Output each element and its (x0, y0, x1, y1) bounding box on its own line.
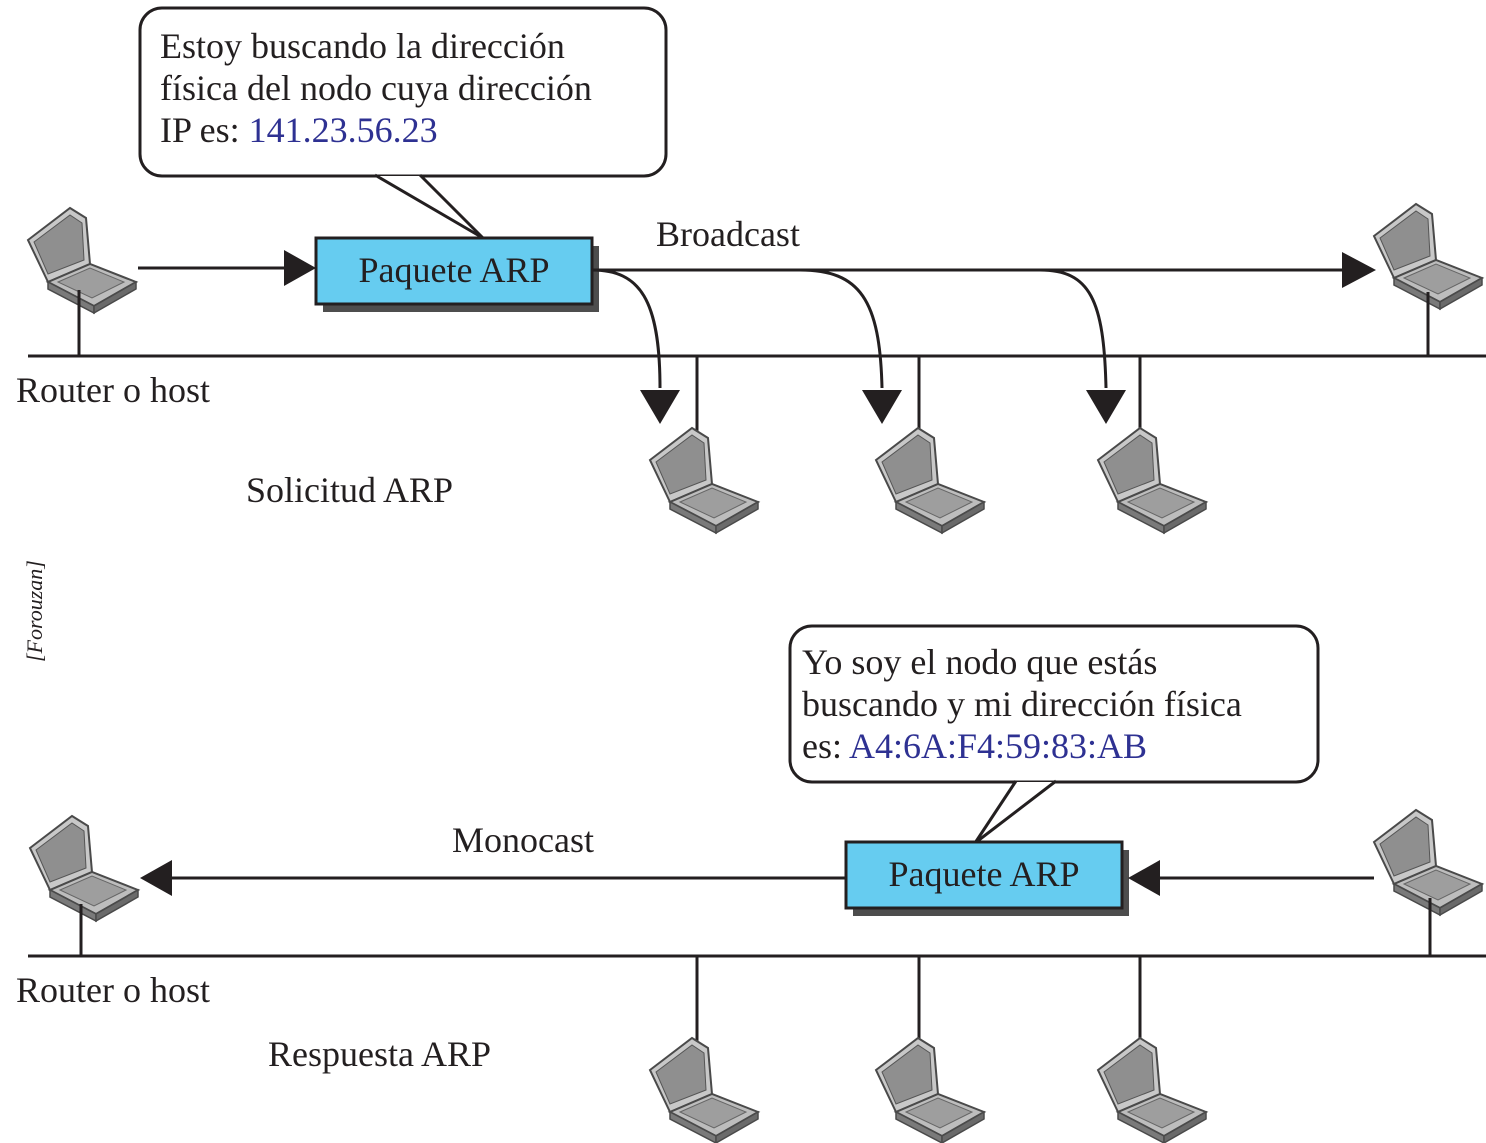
mac-address: A4:6A:F4:59:83:AB (849, 726, 1147, 766)
request-bubble-line-1: Estoy buscando la dirección (160, 26, 565, 66)
node-2-laptop-icon (875, 427, 985, 534)
reply-packet-label: Paquete ARP (888, 854, 1079, 894)
router-laptop-icon (29, 815, 139, 922)
sender-laptop-icon (27, 207, 137, 314)
reply-router-label: Router o host (16, 970, 210, 1010)
reply-bubble-prefix: es: (802, 726, 849, 766)
reply-node-3-laptop-icon (1097, 1037, 1207, 1143)
reply-bubble-line-3: es: A4:6A:F4:59:83:AB (802, 726, 1147, 766)
broadcast-label: Broadcast (656, 214, 800, 254)
ip-address: 141.23.56.23 (249, 110, 438, 150)
monocast-arrowhead-icon (140, 860, 172, 896)
request-packet-label: Paquete ARP (358, 250, 549, 290)
request-section: Estoy buscando la dirección física del n… (16, 6, 1486, 534)
request-router-label: Router o host (16, 370, 210, 410)
reply-packet: Paquete ARP (844, 840, 1129, 916)
reply-node-2-laptop-icon (875, 1037, 985, 1143)
node-3-laptop-icon (1097, 427, 1207, 534)
reply-arrowhead-icon (1128, 860, 1160, 896)
credit: [Forouzan] (22, 560, 47, 662)
request-bubble-line-2: física del nodo cuya dirección (160, 68, 592, 108)
request-speech-bubble: Estoy buscando la dirección física del n… (138, 6, 668, 240)
reply-bubble-line-1: Yo soy el nodo que estás (802, 642, 1157, 682)
request-packet: Paquete ARP (314, 236, 599, 312)
request-arrowhead-icon (284, 250, 316, 286)
reply-speech-bubble: Yo soy el nodo que estás buscando y mi d… (788, 624, 1320, 845)
branch-2-arrowhead-icon (862, 390, 902, 424)
request-bubble-prefix: IP es: (160, 110, 249, 150)
branch-3 (1039, 268, 1108, 389)
request-caption: Solicitud ARP (246, 470, 453, 510)
reply-caption: Respuesta ARP (268, 1034, 491, 1074)
broadcast-arrowhead-icon (1342, 252, 1376, 288)
branch-1 (591, 268, 662, 389)
request-bubble-line-3: IP es: 141.23.56.23 (160, 110, 438, 150)
branch-3-arrowhead-icon (1086, 390, 1126, 424)
node-1-laptop-icon (649, 427, 759, 534)
reply-bubble-line-2: buscando y mi dirección física (802, 684, 1242, 724)
reply-section: Yo soy el nodo que estás buscando y mi d… (16, 624, 1486, 1143)
reply-node-1-laptop-icon (649, 1037, 759, 1143)
branch-2 (799, 268, 884, 389)
replier-laptop-icon (1373, 809, 1483, 916)
branch-1-arrowhead-icon (640, 390, 680, 424)
monocast-label: Monocast (452, 820, 594, 860)
